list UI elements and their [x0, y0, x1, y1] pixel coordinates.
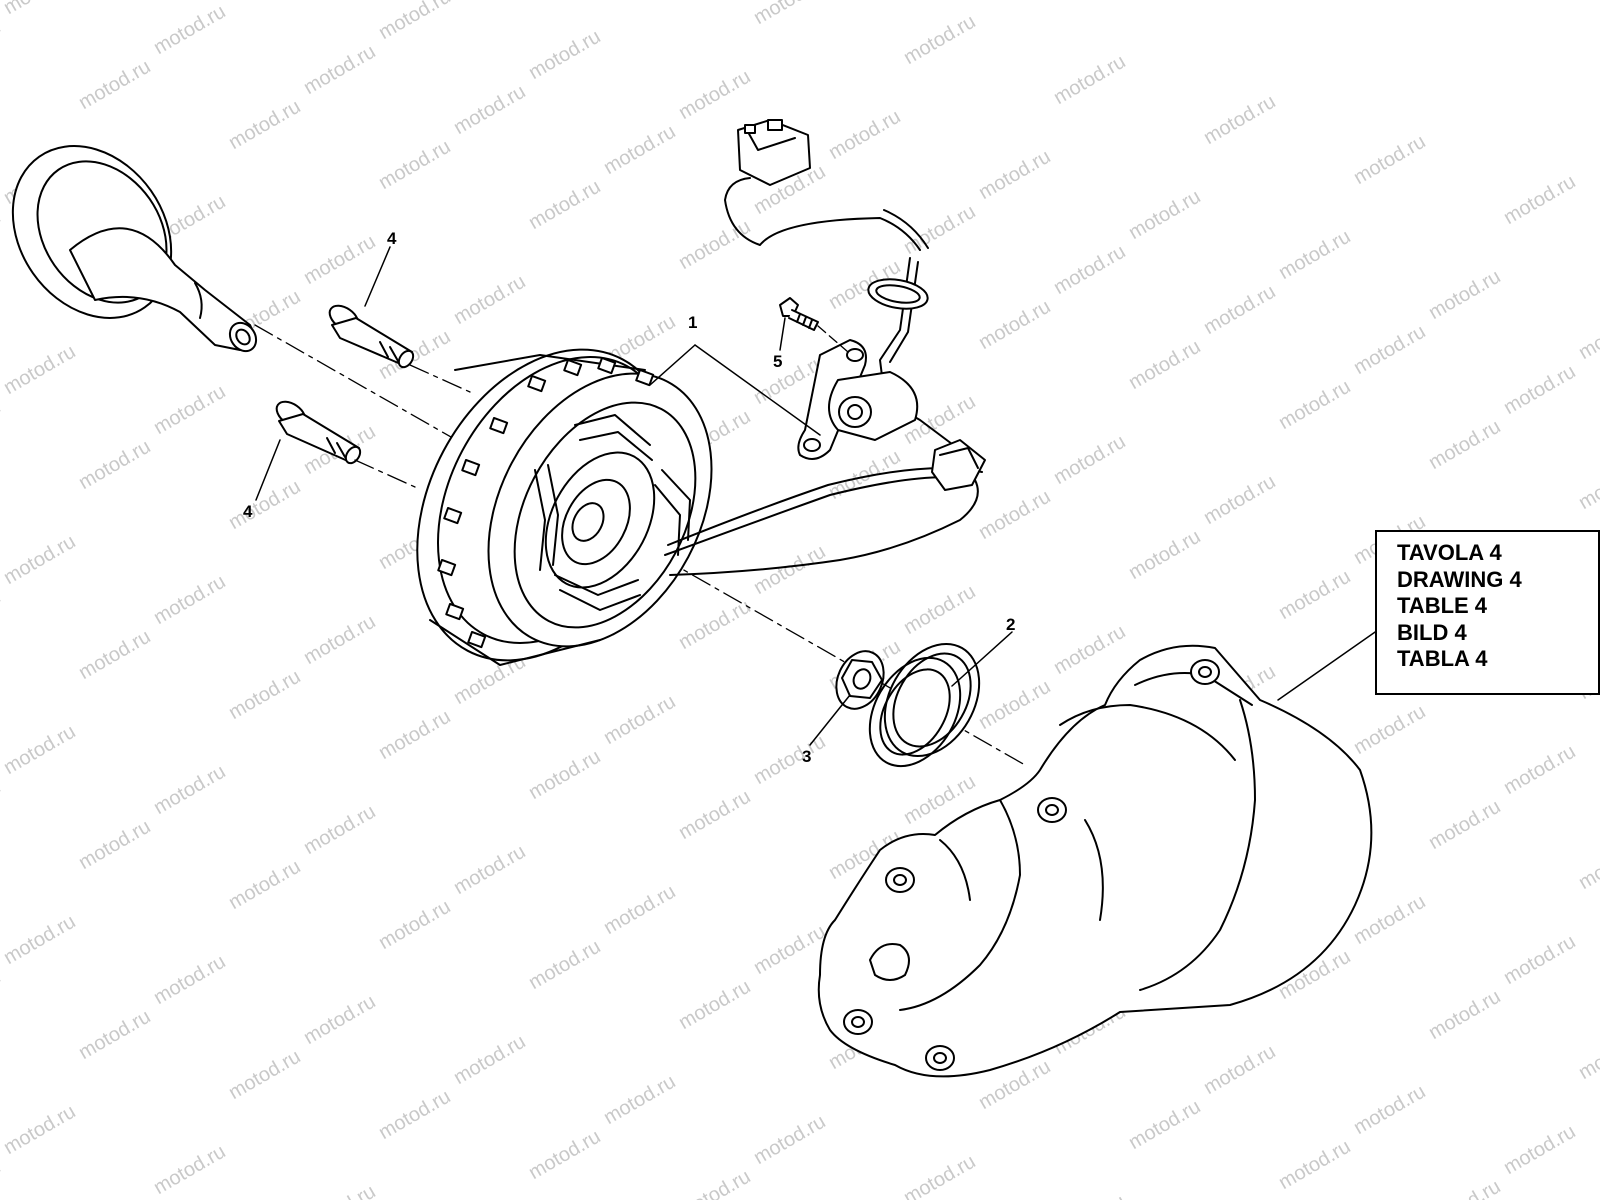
legend-line-tabla: TABLA 4: [1397, 646, 1488, 671]
generator-cover: [817, 644, 1373, 1078]
nut-3: [835, 650, 885, 710]
callout-4-top: 4: [387, 229, 397, 248]
drawing-reference-box: TAVOLA 4 DRAWING 4 TABLE 4 BILD 4 TABLA …: [1375, 530, 1600, 695]
legend-line-table: TABLE 4: [1397, 593, 1488, 618]
screw-5: [779, 297, 849, 353]
legend-line-drawing: DRAWING 4: [1397, 566, 1522, 592]
callout-2: 2: [1006, 615, 1016, 634]
callout-4-bottom: 4: [243, 502, 253, 521]
callout-5: 5: [773, 352, 783, 371]
legend-line-bild: BILD 4: [1397, 619, 1467, 645]
flywheel-stator: [416, 348, 713, 666]
connector-plug: [737, 119, 811, 186]
seal-ring-2: [868, 642, 981, 768]
callout-1: 1: [688, 313, 698, 332]
bolt-upper: [328, 304, 415, 369]
crankshaft-end: [11, 145, 258, 353]
pickup-sensor: [797, 339, 919, 460]
callout-3: 3: [802, 747, 812, 766]
legend-line-tavola: TAVOLA 4: [1397, 540, 1502, 565]
leader-lines: [255, 246, 1379, 746]
pickup-connector: [931, 439, 986, 491]
bolt-lower: [275, 400, 362, 465]
